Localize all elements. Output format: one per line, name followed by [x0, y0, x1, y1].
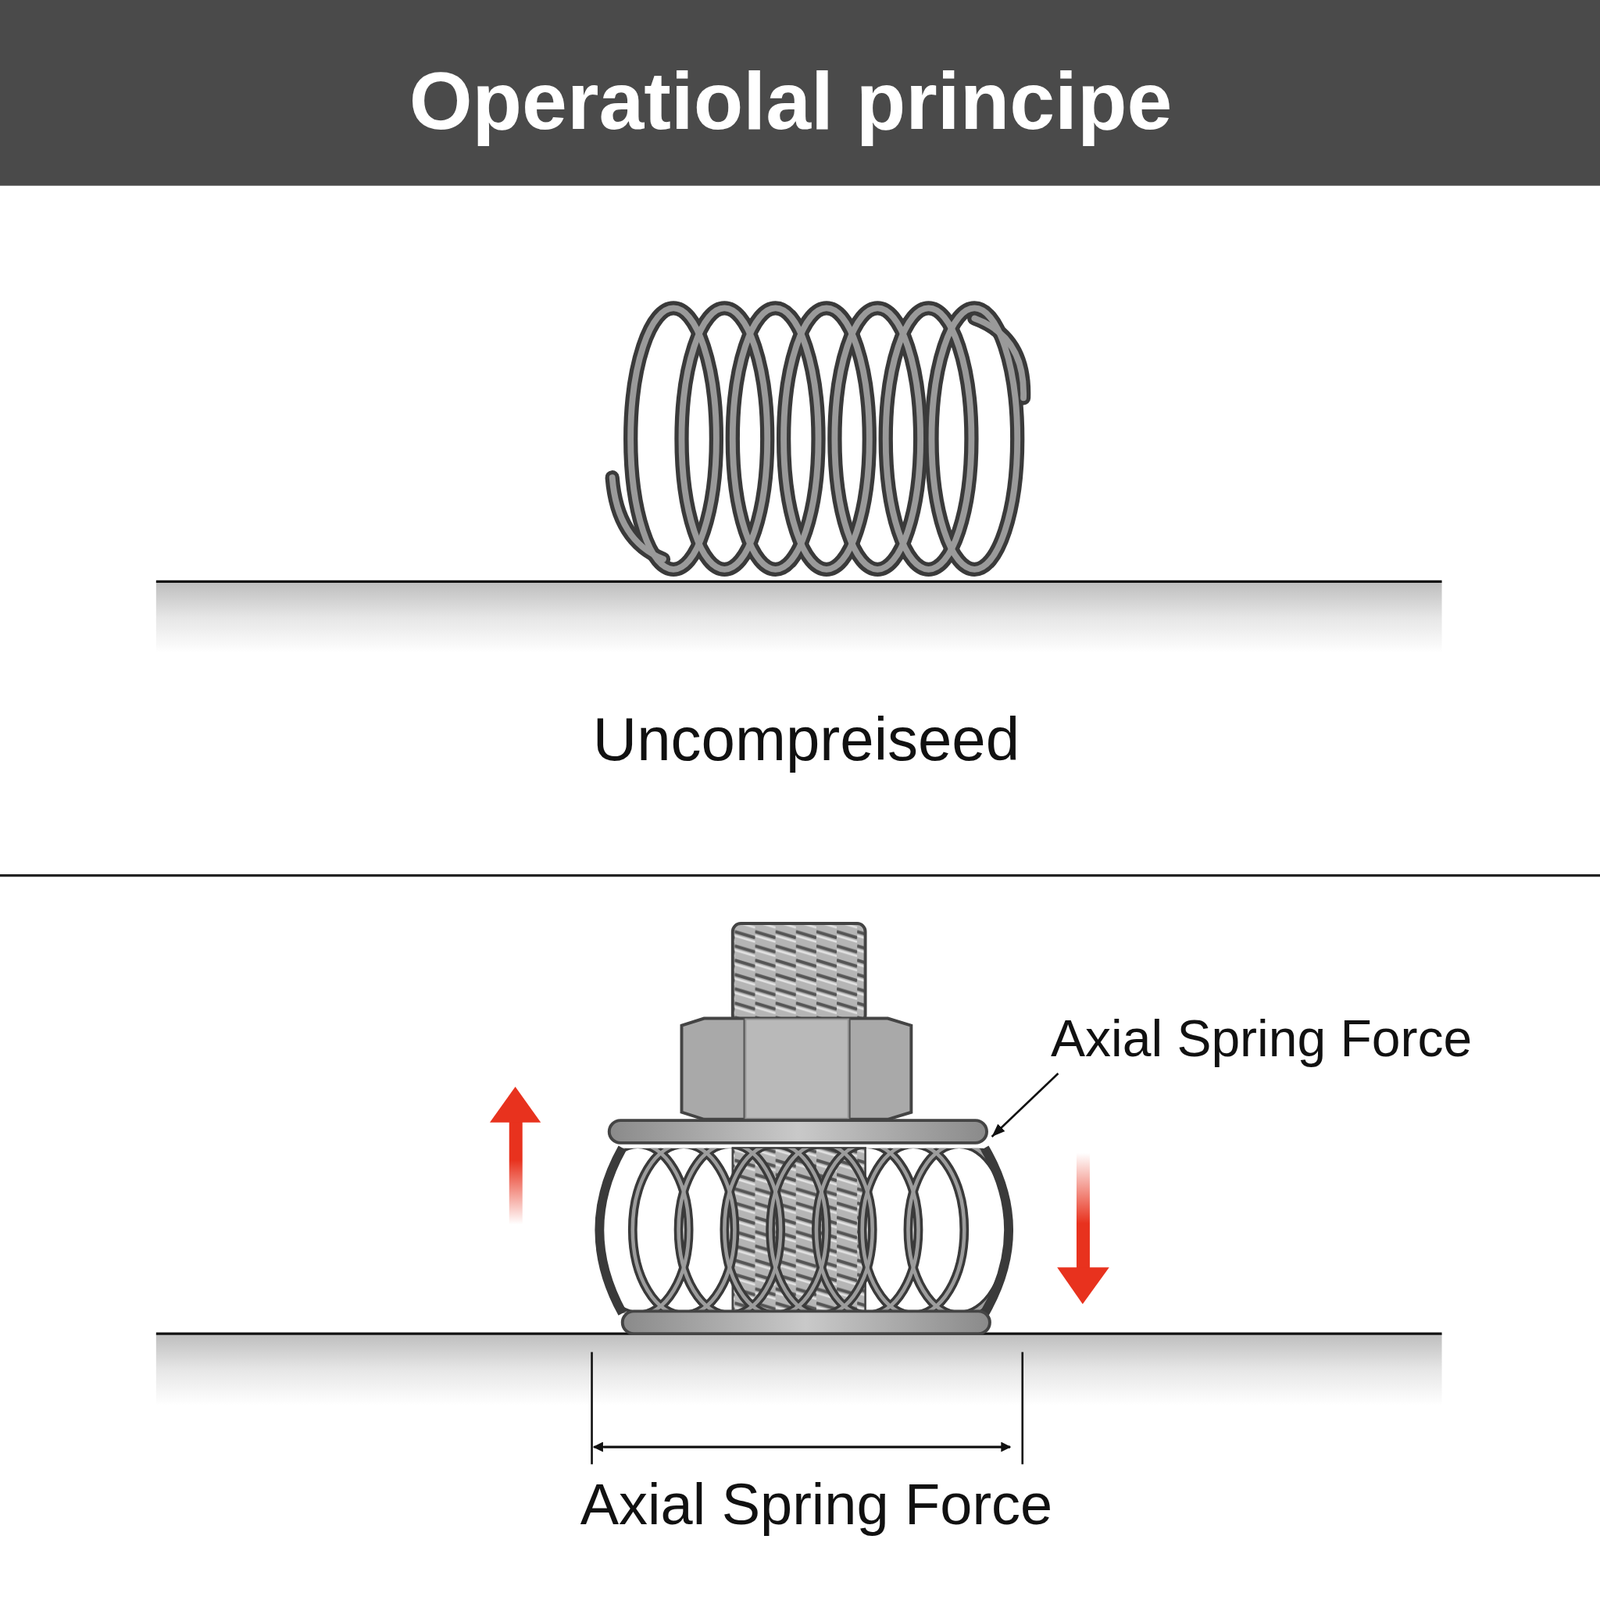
state-label: Uncompreiseed: [592, 704, 1020, 775]
callout-label: Axial Spring Force: [1050, 1009, 1472, 1069]
title-text: Operatiolal principe: [409, 54, 1173, 149]
dimension-label: Axial Spring Force: [580, 1471, 1054, 1538]
